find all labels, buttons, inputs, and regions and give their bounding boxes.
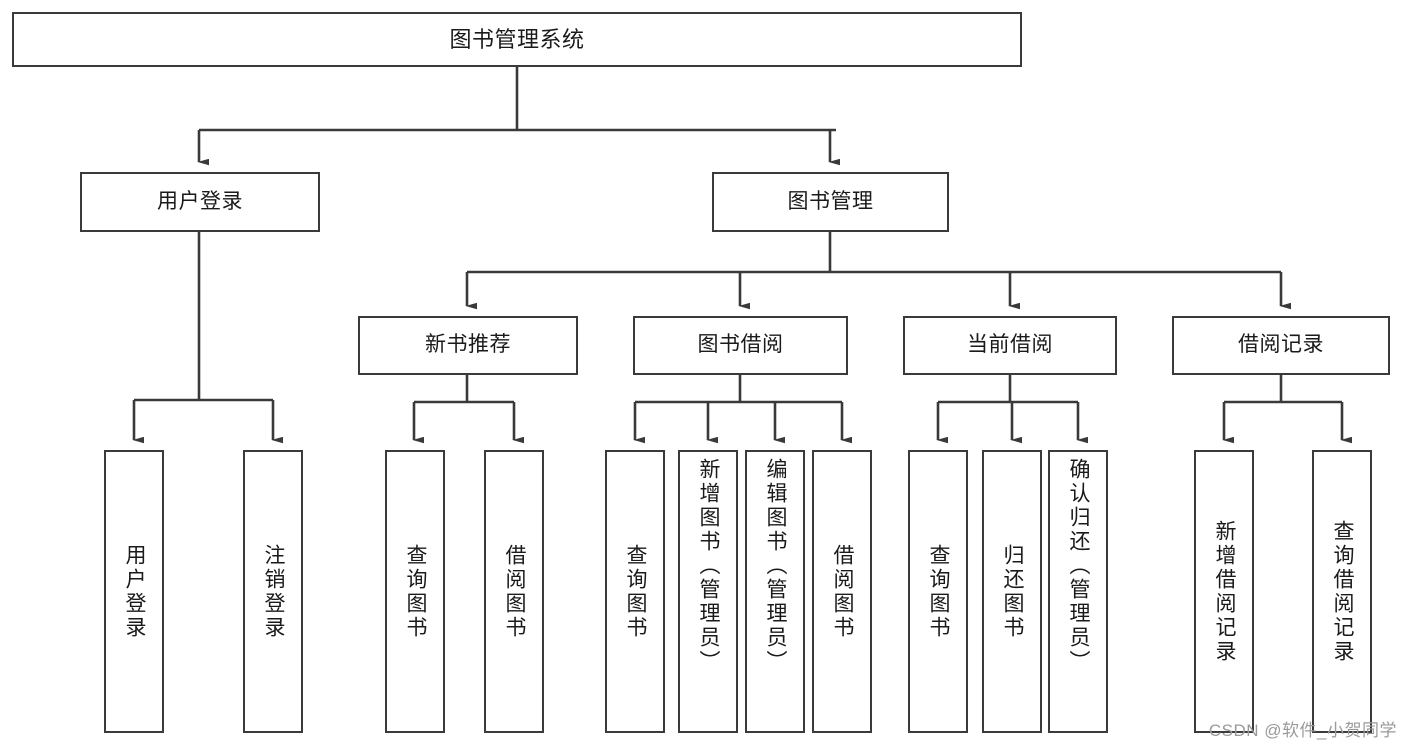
- node-label: 图书管理系统: [449, 26, 585, 52]
- node-label: 借阅图书: [503, 543, 527, 640]
- leaf-user-login-signin[interactable]: 用户登录: [104, 450, 164, 733]
- node-label: 查询借阅记录: [1331, 519, 1355, 664]
- leaf-currentborrow-return-books[interactable]: 归还图书: [982, 450, 1042, 733]
- node-book-borrow[interactable]: 图书借阅: [633, 316, 848, 375]
- leaf-bookborrow-borrow-books[interactable]: 借阅图书: [812, 450, 872, 733]
- node-label: 借阅记录: [1238, 333, 1324, 357]
- leaf-bookborrow-edit-book-admin[interactable]: 编辑图书（管理员）: [745, 450, 805, 733]
- node-label: 新增图书（管理员）: [697, 458, 721, 674]
- leaf-user-login-signout[interactable]: 注销登录: [243, 450, 303, 733]
- node-label: 归还图书: [1001, 543, 1025, 640]
- node-label: 新书推荐: [425, 333, 511, 357]
- leaf-borrowrecords-add-record[interactable]: 新增借阅记录: [1194, 450, 1254, 733]
- leaf-bookborrow-query-books[interactable]: 查询图书: [605, 450, 665, 733]
- leaf-bookborrow-add-book-admin[interactable]: 新增图书（管理员）: [678, 450, 738, 733]
- node-borrow-records[interactable]: 借阅记录: [1172, 316, 1390, 375]
- node-label: 当前借阅: [967, 333, 1053, 357]
- node-label: 借阅图书: [831, 543, 855, 640]
- node-label: 用户登录: [123, 543, 147, 640]
- node-label: 查询图书: [404, 543, 428, 640]
- leaf-newbook-query-books[interactable]: 查询图书: [385, 450, 445, 733]
- node-current-borrow[interactable]: 当前借阅: [903, 316, 1117, 375]
- leaf-borrowrecords-query-record[interactable]: 查询借阅记录: [1312, 450, 1372, 733]
- node-book-management[interactable]: 图书管理: [712, 172, 949, 232]
- node-label: 查询图书: [624, 543, 648, 640]
- node-label: 确认归还（管理员）: [1067, 458, 1091, 674]
- node-label: 图书借阅: [697, 333, 784, 357]
- node-label: 编辑图书（管理员）: [764, 458, 788, 674]
- node-label: 新增借阅记录: [1213, 519, 1237, 664]
- node-root-system[interactable]: 图书管理系统: [12, 12, 1022, 67]
- node-label: 查询图书: [927, 543, 951, 640]
- leaf-currentborrow-query-books[interactable]: 查询图书: [908, 450, 968, 733]
- node-label: 图书管理: [787, 189, 874, 213]
- node-new-book-recommend[interactable]: 新书推荐: [358, 316, 578, 375]
- leaf-currentborrow-confirm-return-admin[interactable]: 确认归还（管理员）: [1048, 450, 1108, 733]
- leaf-newbook-borrow-books[interactable]: 借阅图书: [484, 450, 544, 733]
- node-label: 用户登录: [157, 189, 243, 213]
- node-user-login[interactable]: 用户登录: [80, 172, 320, 232]
- node-label: 注销登录: [262, 543, 286, 640]
